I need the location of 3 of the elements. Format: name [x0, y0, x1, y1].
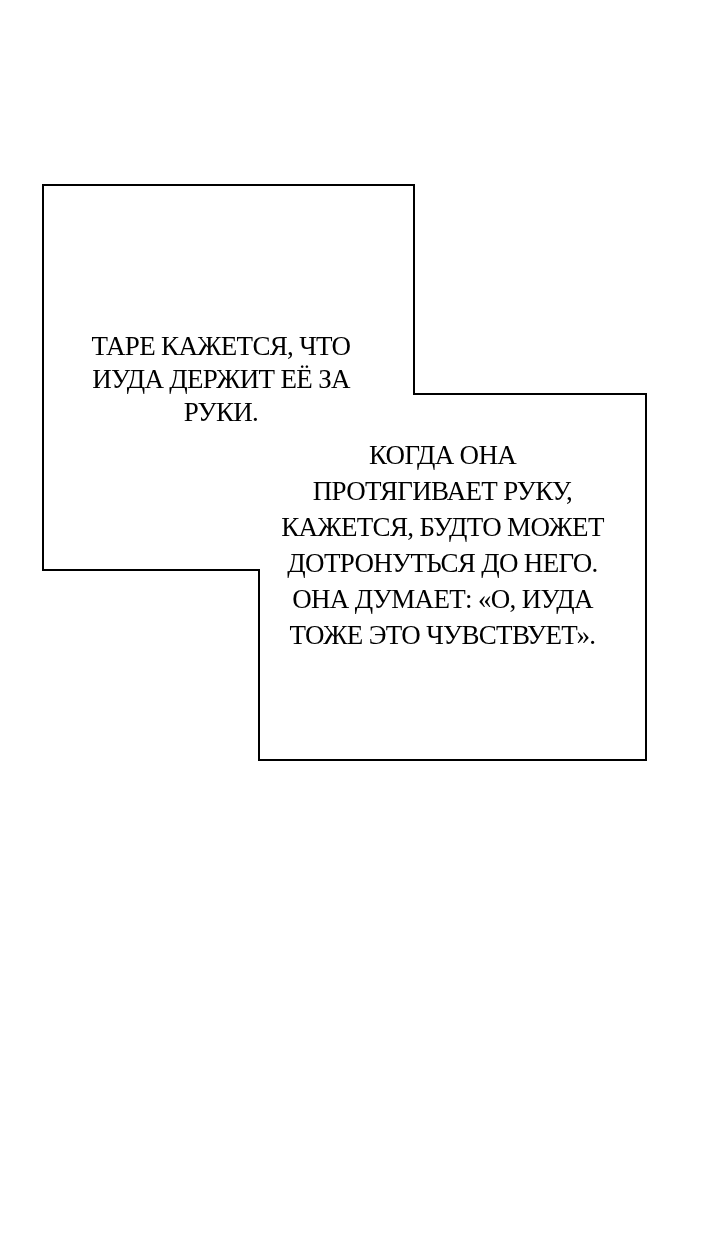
caption-text: КОГДА ОНА ПРОТЯГИВАЕТ РУКУ, КАЖЕТСЯ, БУДТО МОЖЕТ ДОТРОНУТЬСЯ ДО НЕГО. ОНА ДУМАЕТ: «О, ИУДА ТОЖЕ ЭТО ЧУВСТВУЕТ». — [280, 439, 605, 652]
caption-text: ТАРЕ КАЖЕТСЯ, ЧТО ИУДА ДЕРЖИТ ЕЁ ЗА РУКИ. — [90, 330, 352, 429]
caption-box — [42, 184, 647, 761]
